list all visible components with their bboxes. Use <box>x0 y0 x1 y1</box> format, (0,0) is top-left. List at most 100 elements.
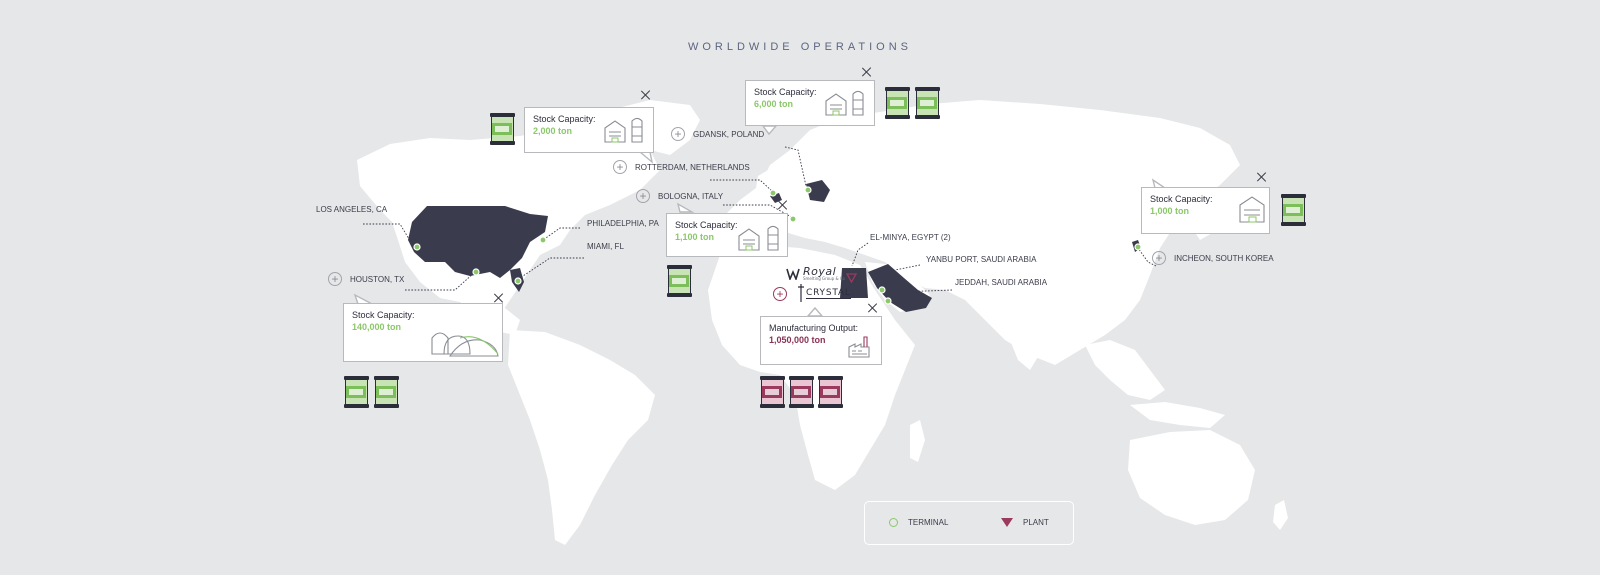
miami-connector <box>519 257 584 279</box>
warehouse-icon <box>825 93 847 116</box>
callout-label: Manufacturing Output: <box>769 323 859 333</box>
callout-rotterdam: Stock Capacity: 2,000 ton <box>524 107 654 153</box>
location-label-miami[interactable]: MIAMI, FL <box>587 242 624 251</box>
plus-icon[interactable]: + <box>328 272 342 286</box>
fertilizer-bag-icon[interactable] <box>344 376 369 408</box>
terminal-marker-bologna[interactable] <box>789 215 797 223</box>
location-label-el-minya[interactable]: EL-MINYA, EGYPT (2) <box>870 233 951 242</box>
fertilizer-bag-icon[interactable] <box>667 265 692 297</box>
location-label-gdansk[interactable]: +GDANSK, POLAND <box>671 127 764 141</box>
terminal-marker-rotterdam[interactable] <box>769 189 777 197</box>
callout-value: 2,000 ton <box>533 126 573 136</box>
terminal-marker-incheon[interactable] <box>1134 243 1142 251</box>
silo-icon <box>631 117 643 143</box>
fertilizer-bag-icon[interactable] <box>374 376 399 408</box>
location-name: PHILADELPHIA, PA <box>587 219 659 228</box>
crystal-logo: CRYSTAL <box>798 284 851 302</box>
terminal-marker-miami[interactable] <box>514 277 522 285</box>
fertilizer-bag-icon[interactable] <box>1281 194 1306 226</box>
legend-item-terminal: TERMINAL <box>889 518 948 527</box>
terminal-marker-los-angeles[interactable] <box>413 243 421 251</box>
egypt-highlight <box>840 268 868 298</box>
silo-icon <box>767 225 779 251</box>
madagascar-landmass <box>910 420 925 462</box>
terminal-marker-philadelphia[interactable] <box>539 236 547 244</box>
new-zealand-landmass <box>1273 500 1288 530</box>
location-name: LOS ANGELES, CA <box>316 205 388 214</box>
location-label-bologna[interactable]: + BOLOGNA, ITALY <box>636 189 723 203</box>
callout-label: Stock Capacity: <box>352 310 415 320</box>
silo-icon <box>852 90 864 116</box>
callout-incheon: Stock Capacity: 1,000 ton <box>1141 187 1270 234</box>
terminal-marker-gdansk[interactable] <box>804 186 812 194</box>
gdansk-connector <box>784 146 807 187</box>
terminal-marker-houston[interactable] <box>472 268 480 276</box>
location-label-houston[interactable]: +HOUSTON, TX <box>328 272 404 286</box>
location-label-egypt-plant[interactable]: + <box>773 287 787 301</box>
close-icon[interactable] <box>778 200 788 210</box>
legend-label-plant: PLANT <box>1023 518 1049 527</box>
location-label-rotterdam[interactable]: +ROTTERDAM, NETHERLANDS <box>613 160 750 174</box>
australia-landmass <box>1128 430 1255 525</box>
plant-marker-egypt[interactable] <box>845 273 858 284</box>
royal-logo-mark-icon <box>786 268 800 280</box>
terminal-markers <box>413 186 1142 305</box>
houston-connector <box>405 271 476 291</box>
warehouse-icon <box>604 120 626 143</box>
crystal-logo-mark-icon <box>798 284 804 302</box>
close-icon[interactable] <box>494 293 504 303</box>
fertilizer-bag-icon[interactable] <box>915 87 940 119</box>
royal-logo-text: Royal <box>803 265 837 278</box>
saudi-arabia-highlight <box>868 264 932 312</box>
location-name: JEDDAH, SAUDI ARABIA <box>955 278 1048 287</box>
fertilizer-bag-icon[interactable] <box>760 376 785 408</box>
legend-label-terminal: TERMINAL <box>908 518 949 527</box>
royal-logo-subtext: Smelting Group & Co <box>803 276 846 281</box>
plus-icon[interactable]: + <box>613 160 627 174</box>
location-label-incheon[interactable]: +INCHEON, SOUTH KOREA <box>1152 251 1274 265</box>
la-connector <box>363 223 413 245</box>
location-label-los-angeles[interactable]: LOS ANGELES, CA <box>316 205 387 214</box>
plus-icon[interactable]: + <box>1152 251 1166 265</box>
africa-landmass <box>708 245 915 490</box>
plus-icon[interactable]: + <box>773 287 787 301</box>
location-label-jeddah[interactable]: JEDDAH, SAUDI ARABIA <box>955 278 1047 287</box>
philadelphia-connector <box>542 227 580 241</box>
fertilizer-bag-icon[interactable] <box>490 113 515 145</box>
callout-label: Stock Capacity: <box>533 114 596 124</box>
terminal-marker-yanbu[interactable] <box>878 286 886 294</box>
dome-storage-icon <box>431 332 499 357</box>
fertilizer-bag-icon[interactable] <box>885 87 910 119</box>
fertilizer-bag-icon[interactable] <box>789 376 814 408</box>
southeast-asia-landmass <box>1085 340 1165 400</box>
callout-bologna: Stock Capacity: 1,100 ton <box>666 213 788 257</box>
jeddah-connector <box>887 289 953 301</box>
south-america-landmass <box>508 330 655 545</box>
callout-pointers <box>353 125 1168 317</box>
royal-logo: Royal Smelting Group & Co <box>786 266 845 281</box>
callout-egypt-plant: Manufacturing Output: 1,050,000 ton <box>760 316 882 365</box>
location-name: BOLOGNA, ITALY <box>658 191 724 201</box>
terminal-marker-jeddah[interactable] <box>884 297 892 305</box>
close-icon[interactable] <box>1257 172 1267 182</box>
incheon-connector <box>1137 247 1157 267</box>
usa-highlight <box>408 206 548 278</box>
callout-label: Stock Capacity: <box>675 220 738 230</box>
close-icon[interactable] <box>862 67 872 77</box>
close-icon[interactable] <box>868 303 878 313</box>
pointer-gdansk <box>761 125 778 136</box>
close-icon[interactable] <box>641 90 651 100</box>
plus-icon[interactable]: + <box>671 127 685 141</box>
callout-label: Stock Capacity: <box>754 87 817 97</box>
eurasia-landmass <box>700 100 1240 365</box>
indonesia-landmass <box>1130 402 1225 428</box>
crystal-logo-text: CRYSTAL <box>806 287 851 299</box>
callout-value: 6,000 ton <box>754 99 794 109</box>
fertilizer-bag-icon[interactable] <box>818 376 843 408</box>
plus-icon[interactable]: + <box>636 189 650 203</box>
location-label-yanbu[interactable]: YANBU PORT, SAUDI ARABIA <box>926 255 1036 264</box>
warehouse-icon <box>1239 196 1265 223</box>
location-label-philadelphia[interactable]: PHILADELPHIA, PA <box>587 219 659 228</box>
